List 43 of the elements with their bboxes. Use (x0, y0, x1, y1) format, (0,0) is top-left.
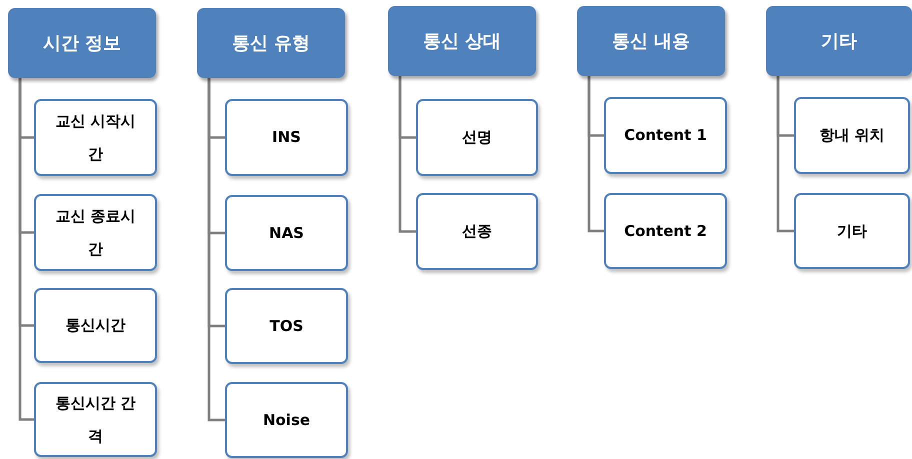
category-header (388, 6, 536, 76)
item-box (225, 382, 348, 458)
item-box (34, 194, 157, 271)
node-label: 선명 (462, 127, 492, 148)
node-label: 통신 내용 (612, 30, 690, 53)
node-label: 시간 정보 (42, 32, 122, 55)
item-box (416, 99, 538, 176)
item-box (225, 99, 348, 176)
node-label: Content 1 (624, 125, 707, 146)
item-box (225, 288, 348, 364)
node-label: 통신 유형 (232, 32, 310, 55)
node-label: INS (272, 127, 301, 148)
item-box (794, 193, 910, 269)
item-box (604, 193, 727, 269)
node-label: 통신 상대 (422, 30, 502, 53)
category-header (8, 8, 156, 78)
node-label: 통신시간 (66, 315, 126, 336)
connector-line (776, 76, 794, 232)
item-box (34, 382, 157, 457)
node-label: 항내 위치 (819, 125, 885, 146)
node-label: NAS (269, 222, 304, 244)
category-header (766, 6, 912, 76)
connector-line (18, 78, 34, 421)
node-label: 기타 (837, 220, 867, 242)
node-label: 교신 종료시간 (54, 206, 137, 260)
item-box (34, 288, 157, 363)
connector-line (208, 78, 225, 422)
node-label: TOS (270, 316, 304, 336)
connector-line (398, 76, 416, 233)
item-box (225, 195, 348, 271)
node-label: Noise (262, 410, 310, 430)
node-label: 선종 (462, 221, 492, 242)
node-label: 기타 (821, 30, 857, 53)
connector-line (588, 76, 604, 232)
category-header (577, 6, 725, 76)
node-label: 교신 시작시간 (54, 110, 137, 164)
item-box (34, 99, 157, 176)
node-label: Content 2 (624, 220, 707, 242)
item-box (604, 97, 727, 174)
item-box (794, 97, 910, 174)
node-label: 통신시간 간격 (54, 392, 137, 446)
item-box (416, 193, 538, 270)
category-header (197, 8, 345, 78)
